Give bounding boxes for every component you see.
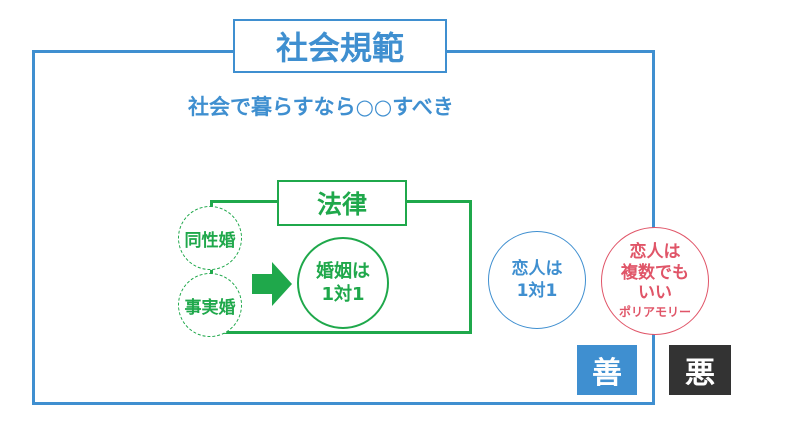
lover-one-to-one-circle: 恋人は 1対1 [488, 231, 586, 329]
de-facto-marriage-circle: 事実婚 [178, 273, 242, 337]
same-sex-marriage-label: 同性婚 [184, 230, 236, 251]
poly-line-1: 恋人は [629, 242, 681, 263]
poly-line-2: 複数でも [621, 262, 689, 283]
de-facto-marriage-label: 事実婚 [184, 297, 236, 318]
social-norms-title: 社会規範 [233, 19, 447, 73]
poly-line-3: いい [638, 283, 672, 303]
right-arrow-icon [252, 262, 292, 306]
lover-line-2: 1対1 [516, 281, 558, 301]
marriage-one-to-one-circle: 婚姻は 1対1 [297, 237, 389, 329]
poly-line-4: ポリアモリー [618, 305, 691, 320]
marriage-line-2: 1対1 [321, 284, 365, 305]
evil-label: 悪 [669, 345, 731, 395]
lover-line-1: 恋人は [511, 258, 563, 279]
law-title: 法律 [277, 180, 407, 226]
marriage-line-1: 婚姻は [316, 260, 370, 282]
good-label: 善 [577, 345, 637, 395]
same-sex-marriage-circle: 同性婚 [178, 206, 242, 270]
social-norms-statement: 社会で暮らすなら○○すべき [188, 95, 454, 119]
polyamory-circle: 恋人は 複数でも いい ポリアモリー [601, 227, 709, 335]
